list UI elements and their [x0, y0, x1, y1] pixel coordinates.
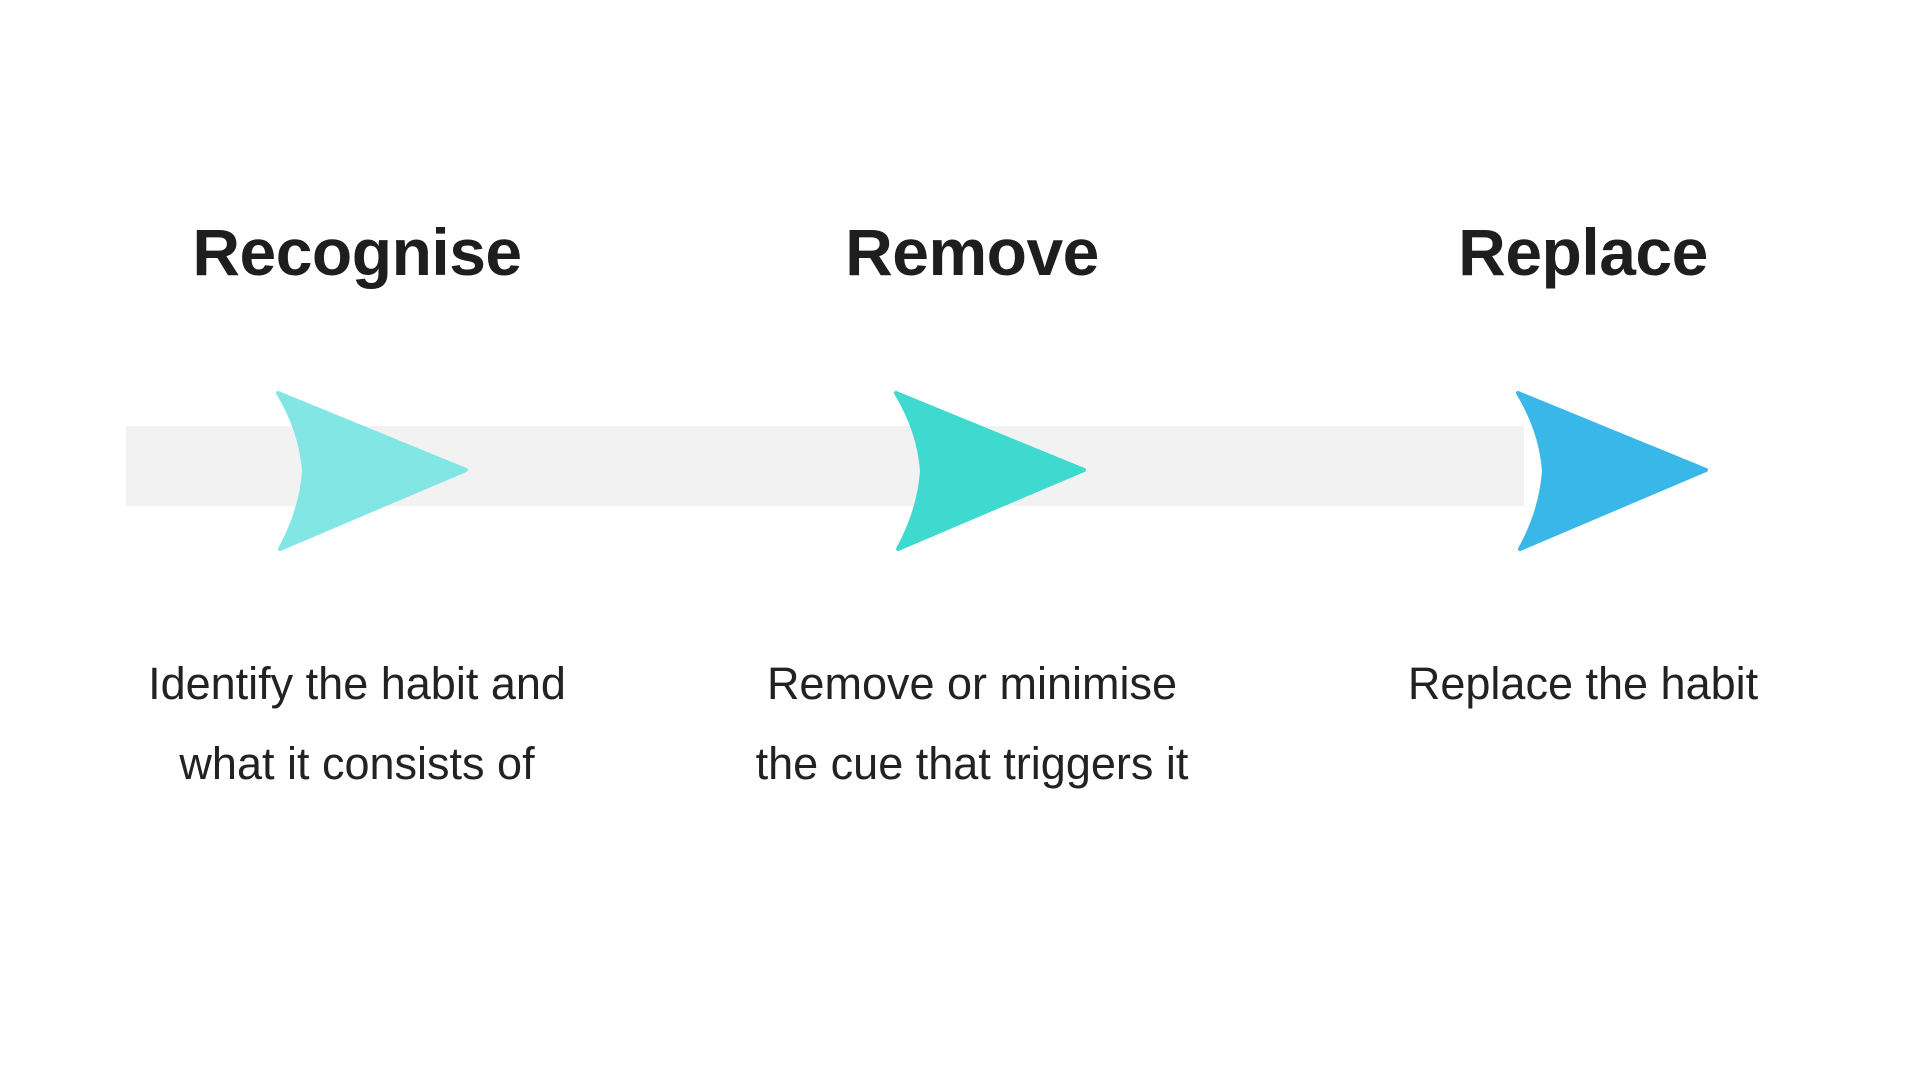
step-1-arrow-icon [276, 391, 468, 551]
step-3-arrow-icon [1516, 391, 1708, 551]
step-1-arrow-shape [276, 391, 468, 551]
step-3-replace: Replace Replace the habit [1273, 214, 1893, 814]
step-2-remove: Remove Remove or minimise the cue that t… [662, 214, 1282, 814]
step-2-title: Remove [845, 215, 1099, 289]
step-3-arrow-shape [1516, 391, 1708, 551]
step-3-title: Replace [1458, 215, 1708, 289]
step-3-description: Replace the habit [1407, 658, 1759, 709]
step-2-arrow-shape [894, 391, 1086, 551]
step-1-recognise: Recognise Identify the habit and what it… [47, 214, 667, 814]
step-1-title: Recognise [192, 215, 522, 289]
step-2-arrow-icon [894, 391, 1086, 551]
step-1-description: Identify the habit and what it consists … [148, 658, 566, 789]
step-2-description: Remove or minimise the cue that triggers… [755, 658, 1189, 789]
